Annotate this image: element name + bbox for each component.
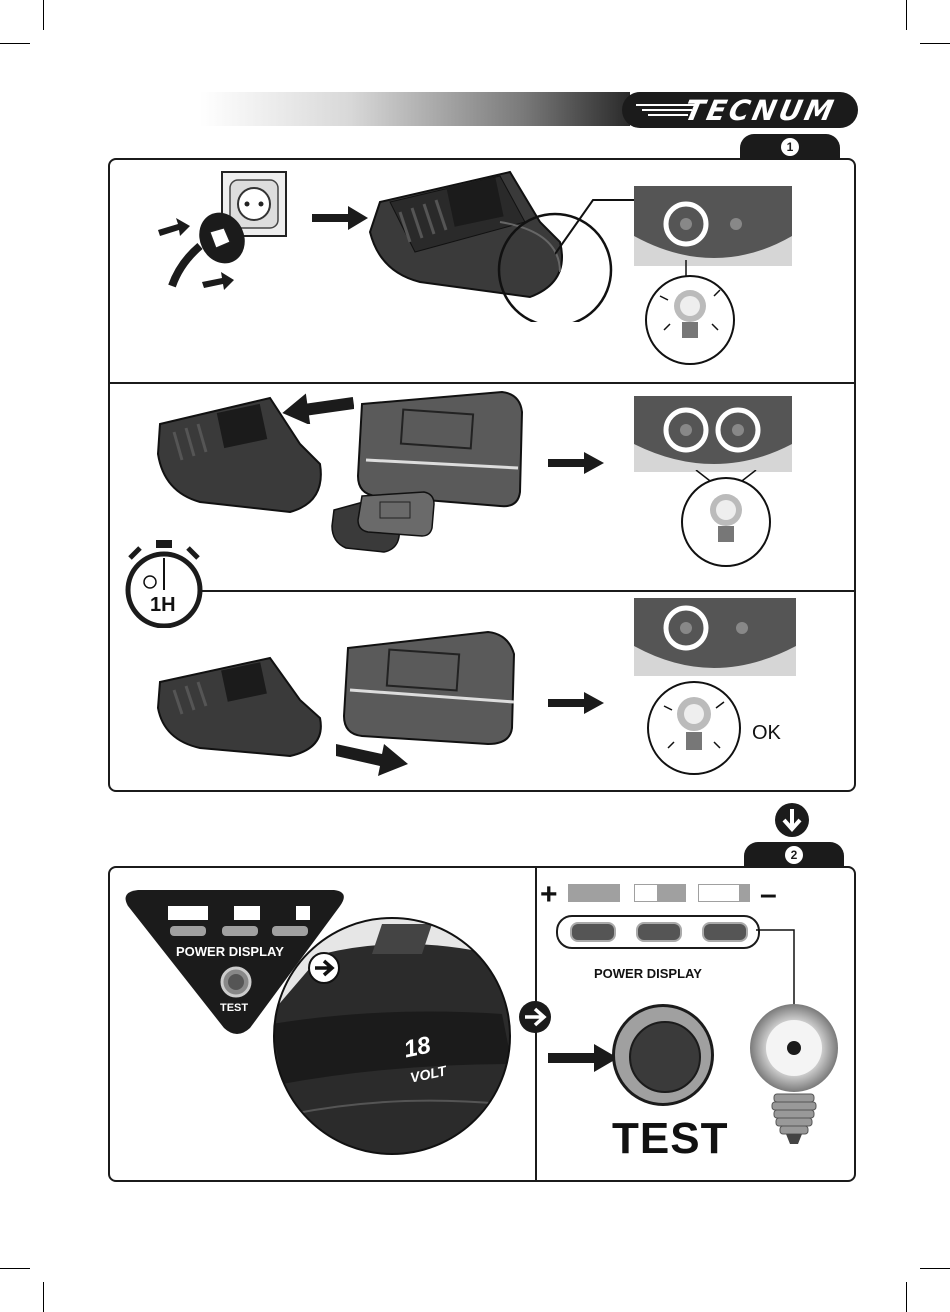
plus-sign: + xyxy=(540,878,558,912)
step-number-2: 2 xyxy=(785,846,803,864)
step-tab-2: 2 xyxy=(744,842,844,868)
duration-label: 1H xyxy=(150,594,176,617)
led-closeup-one-lit xyxy=(634,186,792,266)
ok-label: OK xyxy=(752,722,781,745)
wall-socket-plug-illustration xyxy=(150,168,290,298)
crop-mark xyxy=(906,1282,907,1312)
lightbulb-lit-icon xyxy=(676,470,776,570)
crop-mark xyxy=(920,1268,950,1269)
arrow-down-right-icon xyxy=(336,736,408,776)
led-closeup-one-lit xyxy=(634,598,796,676)
charger-illustration xyxy=(150,648,330,764)
crop-mark xyxy=(0,43,30,44)
charger-with-battery-small-illustration xyxy=(328,490,438,560)
test-button-label: TEST xyxy=(612,1114,728,1164)
crop-mark xyxy=(43,0,44,30)
level-fill xyxy=(657,885,685,901)
arrow-right-circle-icon xyxy=(518,1000,552,1034)
led-indicator-1 xyxy=(570,922,616,942)
lightbulb-lit-icon xyxy=(644,672,744,778)
zoom-connector-line xyxy=(555,196,635,256)
arrow-right-icon xyxy=(548,692,604,714)
arrow-left-icon xyxy=(282,392,354,424)
crop-mark xyxy=(0,1268,30,1269)
led-indicator-2 xyxy=(636,922,682,942)
crop-mark xyxy=(906,0,907,30)
crop-mark xyxy=(43,1282,44,1312)
row-divider xyxy=(200,590,854,592)
panel-test-label: TEST xyxy=(220,1002,248,1014)
arrow-right-icon xyxy=(548,452,604,474)
level-indicator-two-thirds xyxy=(634,884,686,902)
battery-pack-illustration xyxy=(338,628,522,748)
test-button-core xyxy=(629,1021,701,1093)
test-button[interactable] xyxy=(612,1004,714,1106)
brand-name: TECNUM xyxy=(681,94,839,127)
arrow-down-circle-icon xyxy=(774,802,810,838)
lightbulb-lit-icon xyxy=(640,260,740,366)
step-tab-1: 1 xyxy=(740,134,840,160)
battery-zoom-illustration xyxy=(262,914,522,1158)
arrow-right-circle-icon xyxy=(308,952,340,984)
level-indicator-one-third xyxy=(698,884,750,902)
level-fill xyxy=(739,885,749,901)
lightbulb-glowing-icon xyxy=(748,1000,844,1150)
led-closeup-two-lit xyxy=(634,396,792,472)
battery-voltage-label: 18 xyxy=(401,1032,433,1065)
step-number-1: 1 xyxy=(781,138,799,156)
minus-sign: – xyxy=(760,878,777,912)
power-display-label: POWER DISPLAY xyxy=(594,966,702,981)
level-indicator-full xyxy=(568,884,620,902)
crop-mark xyxy=(920,43,950,44)
header-gradient-bar xyxy=(200,92,630,126)
arrow-right-icon xyxy=(548,1044,618,1072)
led-indicator-3 xyxy=(702,922,748,942)
brand-logo: TECNUM xyxy=(622,92,858,128)
